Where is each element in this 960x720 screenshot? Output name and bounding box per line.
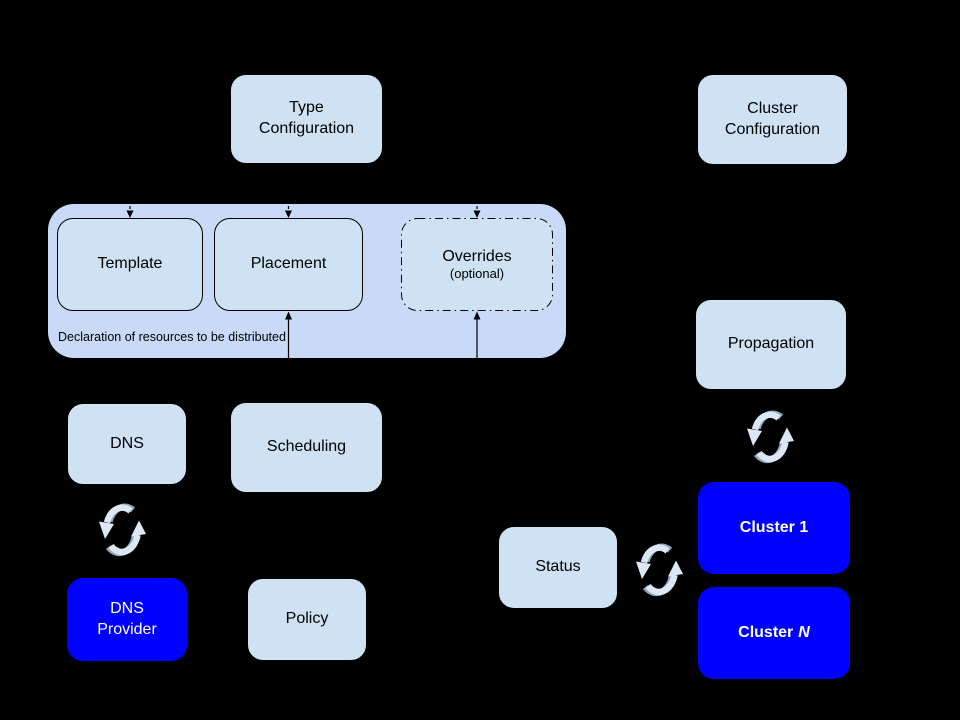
propagation-node: Propagation [695, 299, 847, 390]
sync-cycle-icon [742, 401, 798, 473]
template-node: Template [57, 218, 203, 311]
dns-provider-node: DNS Provider [67, 578, 187, 661]
policy-label: Policy [285, 610, 329, 628]
scheduling-label: Scheduling [266, 438, 347, 456]
overrides-node: Overrides (optional) [401, 218, 553, 311]
dns-provider-label: DNS Provider [97, 599, 157, 638]
scheduling-node: Scheduling [230, 402, 383, 493]
placement-node: Placement [214, 218, 363, 311]
type-configuration-label: Type Configuration [258, 99, 355, 137]
dns-label: DNS [110, 434, 144, 452]
template-label: Template [97, 255, 163, 273]
policy-node: Policy [247, 578, 367, 661]
overrides-label: Overrides [442, 247, 512, 265]
type-configuration-node: Type Configuration [230, 74, 383, 164]
sync-cycle-icon [94, 494, 150, 566]
placement-label: Placement [250, 255, 327, 273]
status-label: Status [535, 558, 581, 576]
dns-node: DNS [67, 403, 187, 485]
cluster-configuration-node: Cluster Configuration [697, 74, 848, 165]
sync-cycle-icon [631, 534, 687, 606]
propagation-label: Propagation [727, 335, 815, 353]
overrides-sublabel: (optional) [449, 266, 505, 282]
status-node: Status [498, 526, 618, 609]
cluster-1-node: Cluster 1 [698, 482, 850, 574]
resource-group-caption: Declaration of resources to be distribut… [58, 330, 286, 344]
cluster-1-label: Cluster 1 [739, 518, 809, 536]
cluster-configuration-label: Cluster Configuration [724, 99, 821, 138]
